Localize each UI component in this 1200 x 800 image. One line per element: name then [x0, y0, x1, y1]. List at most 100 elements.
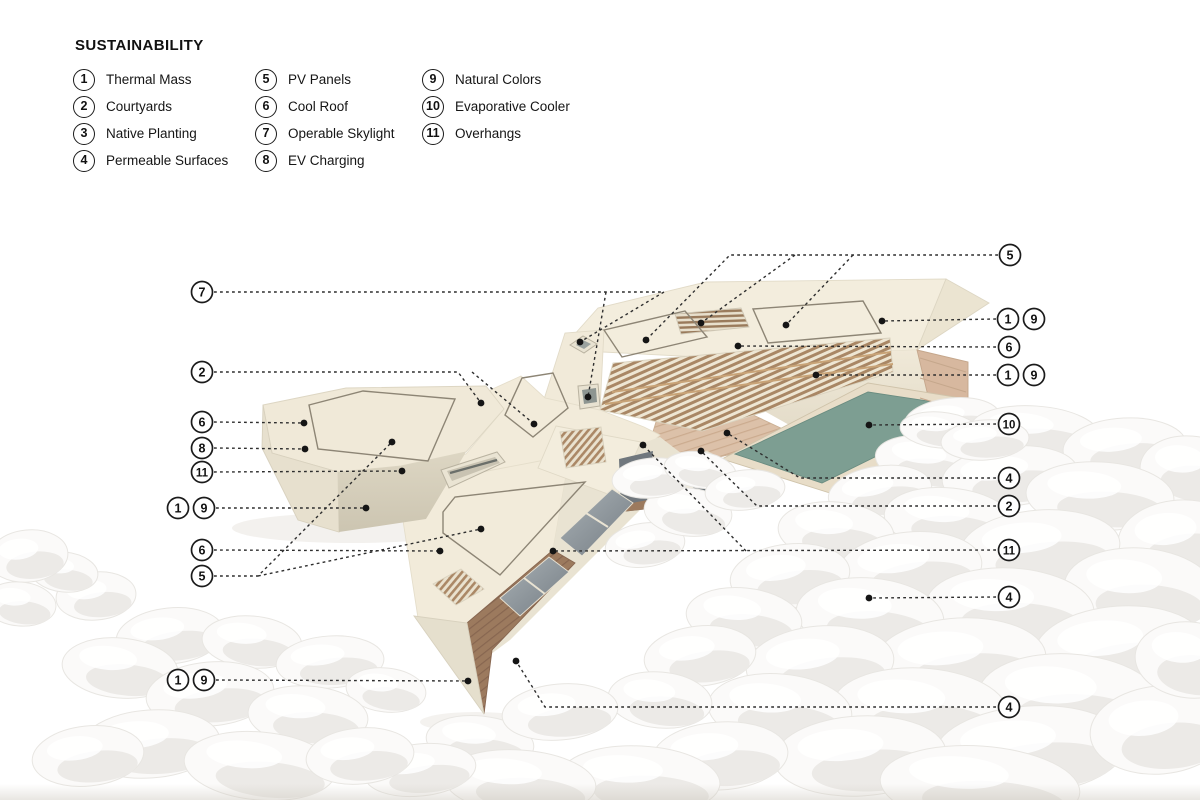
- rock-highlight: [0, 587, 31, 606]
- rock-shade: [222, 638, 295, 667]
- callout-number: 6: [199, 543, 206, 557]
- leader-line: [700, 450, 996, 507]
- callout-badge: 6: [190, 410, 214, 434]
- courtyard-outline: [504, 372, 569, 438]
- rock: [1089, 685, 1200, 775]
- callout-number: 2: [1006, 499, 1013, 513]
- rock-shade: [362, 687, 420, 711]
- leader-line: [726, 432, 996, 479]
- rock-shade: [43, 569, 93, 591]
- roof-slats-skylight: [674, 307, 750, 335]
- pv-zone-outline-bottom: [442, 481, 587, 576]
- callout-number: 4: [1006, 700, 1013, 714]
- rock-highlight: [290, 644, 345, 666]
- rock-highlight: [216, 622, 267, 644]
- legend-number-badge: 1: [73, 69, 95, 91]
- leader-line: [471, 371, 535, 425]
- rock: [61, 637, 179, 699]
- rock-highlight: [1004, 666, 1097, 704]
- callout-number: 9: [1031, 368, 1038, 382]
- callout-number: 2: [199, 365, 206, 379]
- legend-number-badge: 9: [422, 69, 444, 91]
- rock-highlight: [903, 495, 970, 523]
- rock-highlight: [358, 673, 398, 692]
- rock-highlight: [466, 758, 542, 785]
- callout-badge: 10: [997, 412, 1021, 436]
- callout-number: 1: [175, 501, 182, 515]
- callout-number: 6: [1006, 340, 1013, 354]
- rock-highlight: [715, 476, 756, 494]
- rock-highlight: [46, 736, 103, 761]
- rock-highlight: [841, 474, 894, 497]
- leader-dot: [512, 657, 520, 665]
- callout-circle: [997, 494, 1021, 518]
- callout-circle: [192, 668, 216, 692]
- legend-item-label: Permeable Surfaces: [106, 153, 229, 168]
- callout-badge: 4: [997, 585, 1021, 609]
- rock-highlight: [623, 679, 676, 703]
- leader-lines: [213, 254, 998, 708]
- leader-dot: [388, 438, 396, 446]
- leader-dot: [782, 321, 790, 329]
- pergola-rail: [604, 363, 894, 405]
- rock-highlight: [817, 587, 892, 619]
- leader-dot: [530, 420, 538, 428]
- rock-highlight: [658, 636, 715, 661]
- leader-dot: [878, 317, 886, 325]
- legend-item-label: PV Panels: [288, 72, 352, 87]
- rock: [643, 625, 757, 687]
- leader-line: [642, 444, 747, 552]
- leader-dot: [865, 421, 873, 429]
- rock-highlight: [746, 554, 806, 581]
- legend-number-badge: 7: [255, 123, 277, 145]
- rock-highlight: [797, 728, 884, 762]
- rock-highlight: [952, 426, 997, 443]
- leader-dot: [300, 419, 308, 427]
- rock-highlight: [622, 464, 663, 481]
- rock: [1134, 621, 1200, 699]
- legend-number-badge: 2: [73, 96, 95, 118]
- legend-title: SUSTAINABILITY: [75, 37, 204, 54]
- callout-badge: 11: [190, 460, 214, 484]
- callout-badge: 5: [998, 243, 1022, 267]
- leader-dot: [477, 399, 485, 407]
- callout-circle: [190, 564, 214, 588]
- callout-number: 7: [199, 285, 206, 299]
- rock-highlight: [908, 756, 1009, 789]
- callout-badge: 2: [997, 494, 1021, 518]
- callout-circle: [1022, 307, 1046, 331]
- leader-dot: [812, 371, 820, 379]
- callout-badge: 9: [1022, 307, 1046, 331]
- callout-number: 11: [196, 467, 209, 479]
- rock-highlight: [1079, 427, 1142, 452]
- rock: [704, 469, 786, 511]
- rock-highlight: [1086, 559, 1163, 594]
- callout-badge: 1: [166, 496, 190, 520]
- window-mullion: [585, 512, 609, 528]
- leader-dot: [477, 525, 485, 533]
- legend-number-badge: 3: [73, 123, 95, 145]
- legend-number-badge: 10: [422, 96, 444, 118]
- leader-dot: [865, 594, 873, 602]
- leader-line: [215, 679, 469, 682]
- rock: [345, 667, 427, 713]
- leader-line: [214, 291, 667, 343]
- rock-highlight: [442, 722, 496, 744]
- legend-item-label: Natural Colors: [455, 72, 542, 87]
- rock-highlight: [911, 416, 952, 432]
- callout-circle: [996, 307, 1020, 331]
- legend-item-label: EV Charging: [288, 153, 365, 168]
- leader-dot: [464, 677, 472, 685]
- rock-highlight: [765, 638, 840, 670]
- rock-highlight: [857, 679, 946, 714]
- legend-item-label: Overhangs: [455, 126, 522, 141]
- rock-highlight: [206, 740, 283, 769]
- rock-shade: [1160, 465, 1200, 502]
